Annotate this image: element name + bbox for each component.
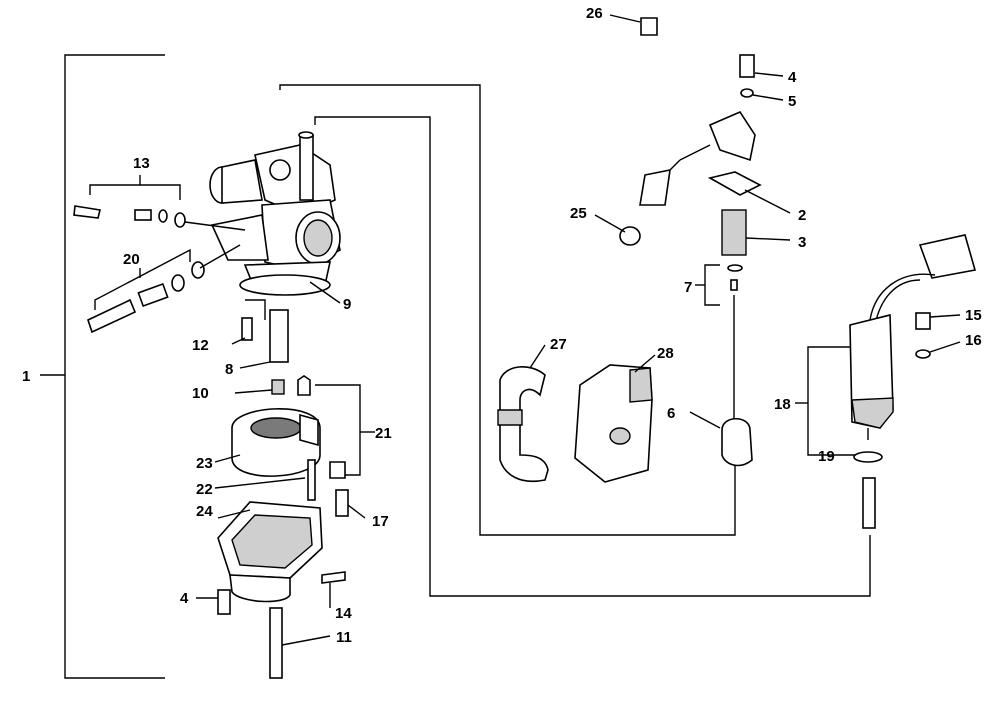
callout-18: 18: [774, 396, 791, 413]
carburetor-body: [209, 131, 341, 304]
callout-10: 10: [192, 385, 209, 402]
callout-1: 1: [22, 368, 30, 385]
callout-9: 9: [343, 296, 351, 313]
callout-19: 19: [818, 448, 835, 465]
callout-labels: 1 2 3 4 4 5 6 7 8 9 10 11 12 13 14 15 16…: [22, 5, 982, 646]
callout-2: 2: [798, 207, 806, 224]
connection-loop-lines: [279, 84, 871, 597]
float-set: [214, 384, 375, 501]
auto-choke: [795, 234, 977, 529]
callout-11: 11: [336, 629, 352, 646]
callout-26: 26: [586, 5, 603, 22]
insulator-block: [574, 354, 656, 483]
callout-5: 5: [788, 93, 796, 110]
callout-22: 22: [196, 481, 213, 498]
callout-4-bottom: 4: [180, 590, 189, 607]
callout-16: 16: [965, 332, 982, 349]
top-right-parts: [594, 14, 791, 467]
callout-23: 23: [196, 455, 213, 472]
callout-8: 8: [225, 361, 233, 378]
callout-17: 17: [372, 513, 389, 530]
callout-24: 24: [196, 503, 213, 520]
callout-7: 7: [684, 279, 692, 296]
callout-14: 14: [335, 605, 352, 622]
hose: [497, 344, 549, 482]
callout-13: 13: [133, 155, 150, 172]
float-chamber: [196, 489, 366, 679]
callout-12: 12: [192, 337, 209, 354]
callout-21: 21: [375, 425, 392, 442]
assembly-bracket: [40, 54, 165, 679]
callout-4-top: 4: [788, 69, 797, 86]
callout-3: 3: [798, 234, 806, 251]
callout-28: 28: [657, 345, 674, 362]
callout-6: 6: [667, 405, 675, 422]
callout-20: 20: [123, 251, 140, 268]
jet-parts: [231, 299, 311, 396]
throttle-stop-screw-set: [87, 244, 241, 334]
callout-15: 15: [965, 307, 982, 324]
callout-27: 27: [550, 336, 567, 353]
callout-25: 25: [570, 205, 587, 222]
pilot-screw-set: [73, 175, 246, 231]
